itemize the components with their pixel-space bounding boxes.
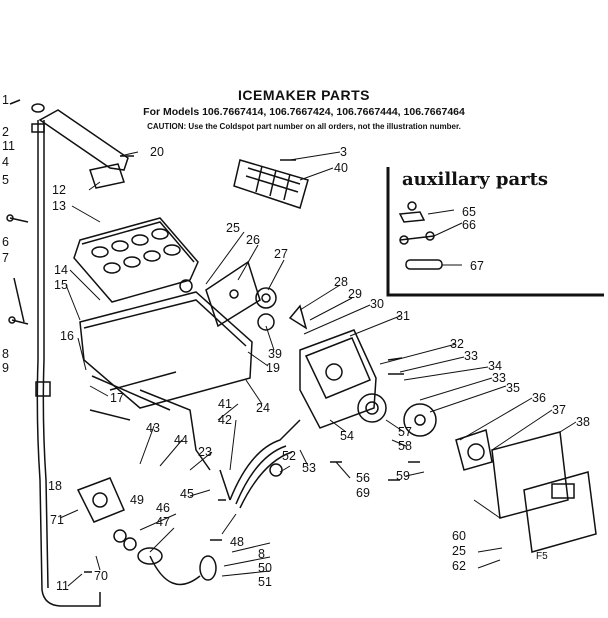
part-number: 1	[2, 93, 9, 107]
bracket-gear-illustration	[205, 260, 308, 331]
part-number: 33	[492, 371, 506, 385]
part-number: 29	[348, 287, 362, 301]
part-number: 9	[2, 361, 9, 375]
motor-assembly-illustration	[357, 393, 493, 471]
part-number: 11	[56, 579, 69, 593]
cover-illustration	[491, 431, 597, 553]
ice-bin-illustration	[79, 291, 253, 411]
part-number: 11	[2, 139, 15, 153]
part-number: 25	[452, 544, 466, 558]
part-number: 2	[2, 125, 9, 139]
part-number: 42	[218, 413, 232, 427]
part-number: 45	[180, 487, 194, 501]
part-number: 17	[110, 391, 124, 405]
part-number: 43	[146, 421, 160, 435]
stripper-illustration	[233, 159, 309, 209]
part-number: 4	[2, 155, 9, 169]
part-number: 33	[464, 349, 478, 363]
part-number: 49	[130, 493, 144, 507]
leader-lines	[59, 151, 577, 587]
part-number: 53	[302, 461, 316, 475]
part-number: 7	[2, 251, 9, 265]
part-number: 5	[2, 173, 9, 187]
part-number: 26	[246, 233, 260, 247]
control-housing-illustration	[299, 329, 377, 429]
part-number: 35	[506, 381, 520, 395]
part-number: 56	[356, 471, 370, 485]
part-number: 14	[54, 263, 68, 277]
part-number: 66	[462, 218, 476, 232]
part-number: 8	[2, 347, 9, 361]
part-number: 15	[54, 278, 68, 292]
fill-cup-illustration	[38, 109, 129, 189]
water-valve-illustration	[76, 389, 217, 586]
part-number: 58	[398, 439, 412, 453]
part-number: 39	[268, 347, 282, 361]
part-number: 41	[218, 397, 232, 411]
auxiliary-parts-title: auxillary parts	[402, 169, 549, 190]
part-number: 19	[266, 361, 280, 375]
part-number: 23	[198, 445, 212, 459]
part-number: 50	[258, 561, 272, 575]
part-number: 16	[60, 329, 74, 343]
part-number: 60	[452, 529, 466, 543]
part-number: 48	[230, 535, 244, 549]
part-number: 44	[174, 433, 188, 447]
wire-harness-illustration	[219, 419, 301, 509]
part-number: 57	[398, 425, 412, 439]
part-number: 38	[576, 415, 590, 429]
part-number: 65	[462, 205, 476, 219]
part-number: 3	[340, 145, 347, 159]
part-number: 69	[356, 486, 370, 500]
part-number: 28	[334, 275, 348, 289]
part-number: 59	[396, 469, 410, 483]
part-number: 20	[150, 145, 164, 159]
part-number: 46	[156, 501, 170, 515]
part-numbers: 1 2 11 4 5 6 7 8 9 12 13 14 15 16 17 18 …	[2, 93, 590, 593]
part-number: 31	[396, 309, 410, 323]
part-number: 34	[488, 359, 502, 373]
part-number: 27	[274, 247, 288, 261]
part-number: 36	[532, 391, 546, 405]
part-number: 67	[470, 259, 484, 273]
diagram-code: F5	[536, 551, 548, 562]
diagram-title: ICEMAKER PARTS	[238, 87, 370, 103]
part-number: 18	[48, 479, 62, 493]
part-number: 70	[94, 569, 108, 583]
part-number: 32	[450, 337, 464, 351]
fill-tube-illustration	[6, 99, 101, 607]
caution-note: CAUTION: Use the Coldspot part number on…	[147, 122, 461, 131]
part-number: 8	[258, 547, 265, 561]
part-number: 6	[2, 235, 9, 249]
auxiliary-parts-illustration	[398, 201, 443, 270]
part-number: 47	[156, 515, 170, 529]
part-number: 40	[334, 161, 348, 175]
part-number: 71	[50, 513, 64, 527]
part-number: 52	[282, 449, 296, 463]
part-number: 51	[258, 575, 272, 589]
ice-mold-illustration	[73, 217, 199, 303]
model-numbers: For Models 106.7667414, 106.7667424, 106…	[143, 106, 465, 118]
part-number: 13	[52, 199, 66, 213]
part-number: 12	[52, 183, 66, 197]
part-number: 54	[340, 429, 354, 443]
part-number: 25	[226, 221, 240, 235]
part-number: 37	[552, 403, 566, 417]
auxiliary-frame	[386, 167, 604, 297]
part-number: 30	[370, 297, 384, 311]
part-number: 24	[256, 401, 270, 415]
part-number: 62	[452, 559, 466, 573]
